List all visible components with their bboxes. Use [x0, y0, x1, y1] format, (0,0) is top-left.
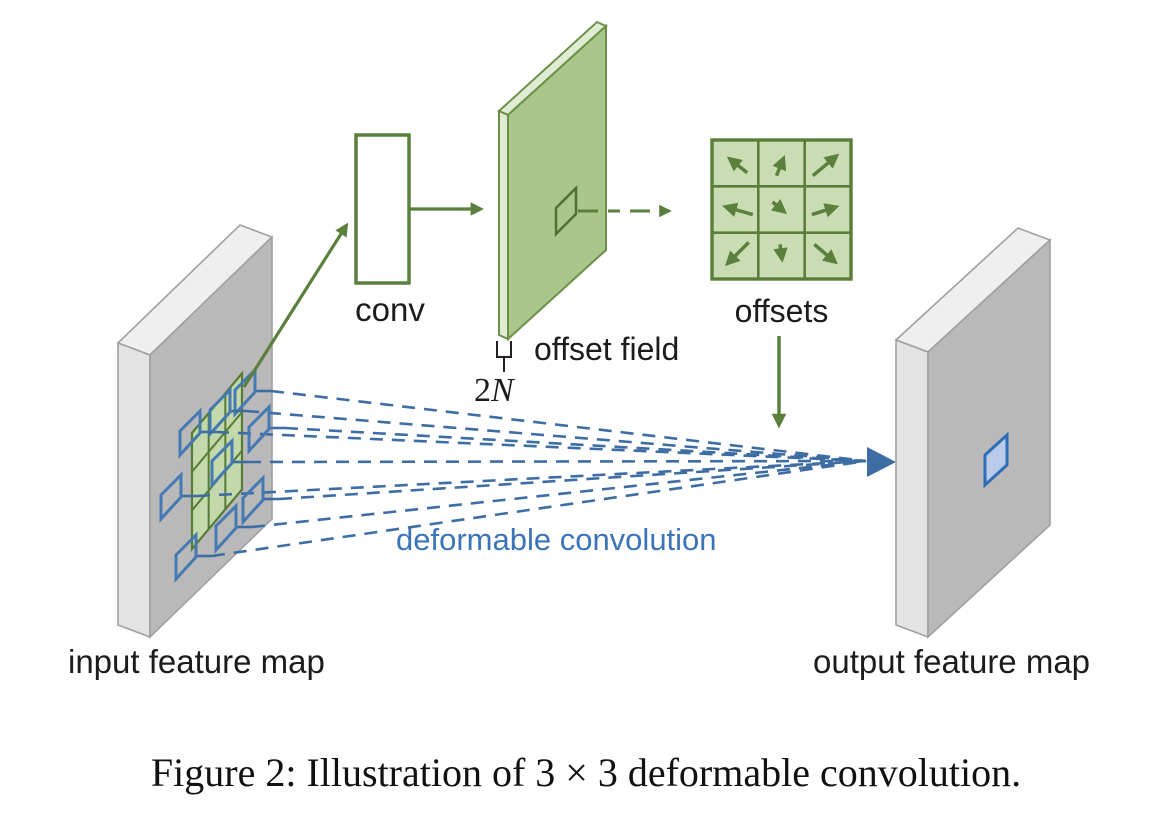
deformable-sampling-ray: [196, 459, 867, 498]
offset-field-side-face: [498, 109, 509, 341]
offset-vector-arrows: [722, 153, 840, 267]
offsets-grid: [710, 138, 853, 281]
deformable-sampling-ray: [247, 459, 867, 464]
sampling-box: [178, 407, 202, 459]
deformable-sampling-ray: [251, 459, 867, 529]
deformable-convolution-arrowhead: [867, 447, 896, 477]
conv-label: conv: [355, 291, 425, 328]
output-slab-front-face: [927, 238, 1051, 639]
conv-layer-box: [354, 133, 411, 285]
sampling-box: [247, 403, 271, 455]
deformable-sampling-ray: [284, 426, 867, 463]
sampling-box: [208, 386, 232, 438]
output-pixel-diamond: [983, 431, 1009, 489]
sampling-box: [233, 366, 257, 418]
offset-vector-arrow: [726, 156, 749, 175]
offset-field-front-face: [507, 23, 607, 342]
offset-vector-arrow: [771, 199, 788, 215]
offset-vector-arrow: [811, 203, 840, 218]
sampling-box: [174, 531, 198, 583]
offsets-label: offsets: [734, 293, 829, 329]
sampling-box: [241, 474, 265, 526]
input-feature-map-label: input feature map: [68, 643, 325, 680]
sampling-box: [210, 437, 234, 489]
sampling-box: [214, 502, 238, 554]
output-feature-map-slab: [894, 227, 1052, 639]
offset-vector-arrow: [724, 241, 750, 267]
output-slab-side-face: [895, 338, 929, 639]
input-slab-side-face: [117, 341, 151, 639]
channel-count-label: 2N: [474, 374, 514, 408]
sampling-box: [159, 471, 183, 523]
offset-vector-arrow: [722, 202, 754, 217]
offset-field-cell-diamond: [554, 184, 578, 238]
deformable-sampling-ray: [211, 459, 867, 558]
input-to-conv-arrow: [242, 222, 349, 388]
deformable-convolution-label: deformable convolution: [396, 522, 717, 557]
channel-depth-pin: [496, 341, 512, 358]
deformable-sampling-ray: [245, 409, 867, 463]
output-feature-map-label: output feature map: [813, 643, 1091, 680]
channel-variable: N: [491, 372, 514, 409]
offset-field-label: offset field: [534, 331, 680, 367]
deformed-sampling-boxes: [159, 366, 867, 583]
offset-vector-arrow: [811, 153, 840, 178]
deformable-sampling-ray: [278, 459, 867, 501]
deformable-sampling-ray: [270, 389, 867, 463]
channel-coefficient: 2: [474, 372, 491, 409]
offset-vector-arrow: [813, 243, 838, 265]
offset-vector-arrow: [772, 154, 787, 177]
offset-field-slab: [496, 20, 608, 372]
figure-caption: Figure 2: Illustration of 3 × 3 deformab…: [150, 750, 1022, 795]
offset-vector-arrow: [773, 244, 788, 263]
